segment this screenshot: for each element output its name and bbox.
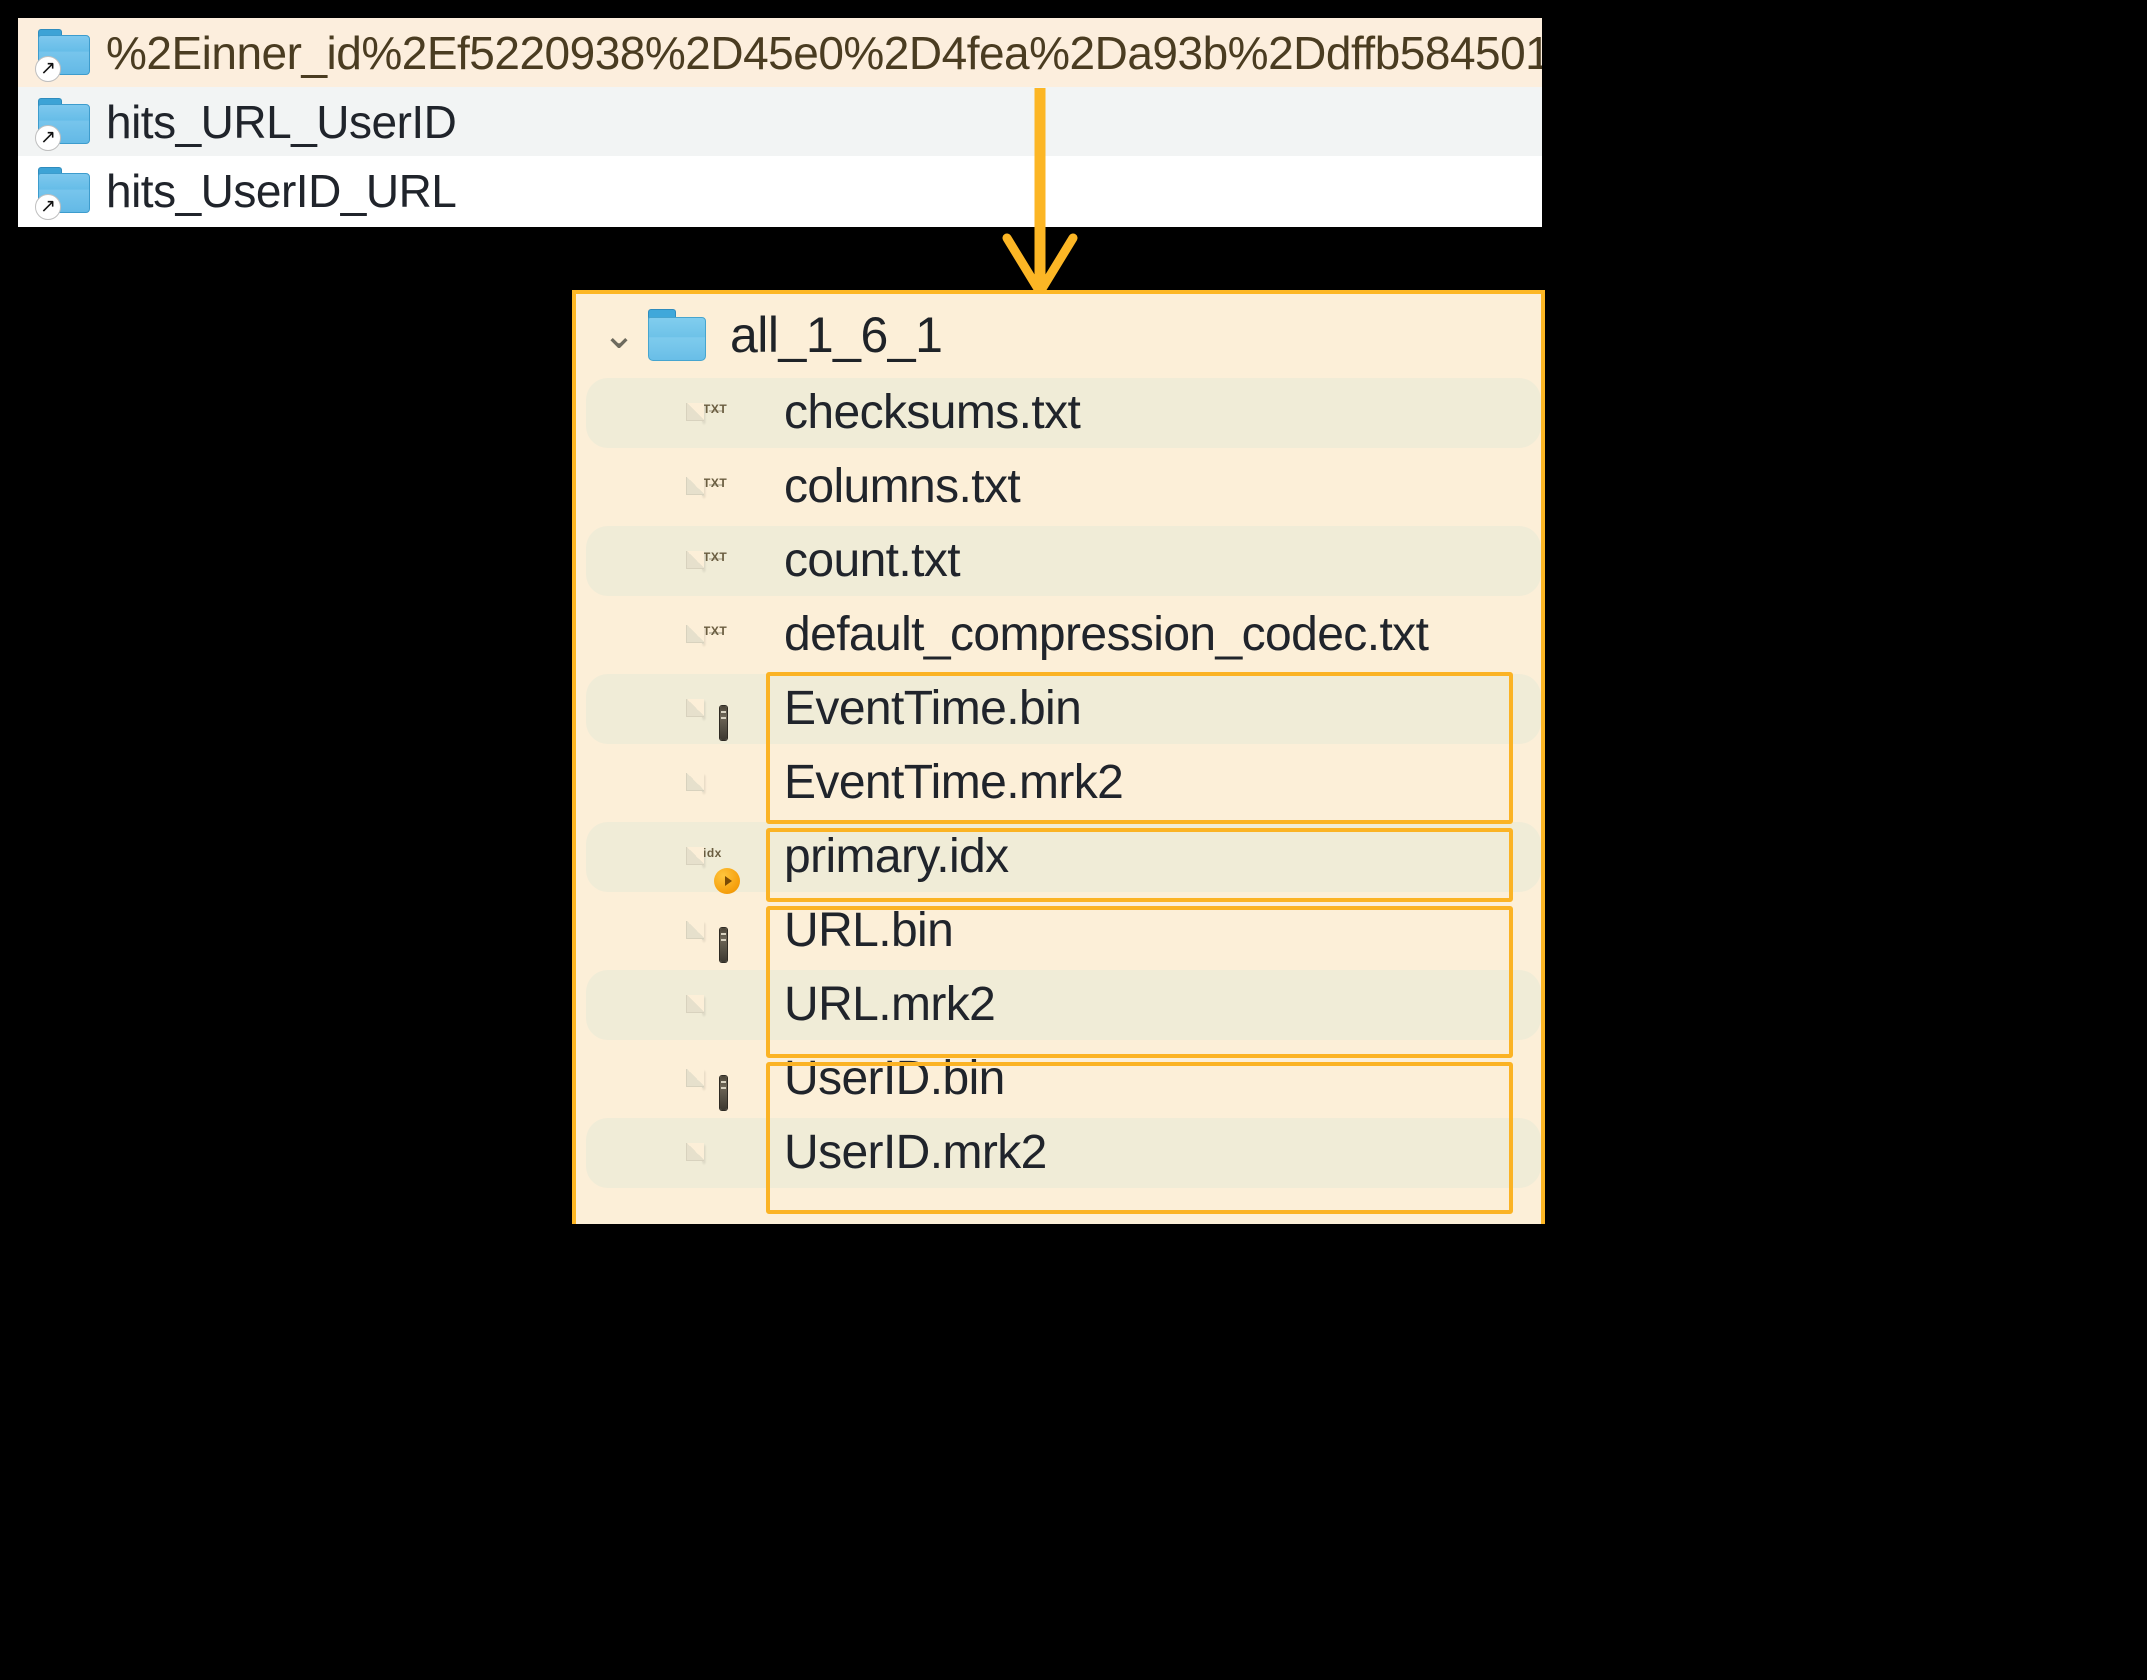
list-item[interactable]: ↗ %2Einner_id%2Ef5220938%2D45e0%2D4fea%2… [18, 18, 1542, 87]
directory-row[interactable]: ⌄ all_1_6_1 [576, 294, 1541, 376]
file-row[interactable]: URL.mrk2 [576, 968, 1541, 1042]
file-row[interactable]: TXT count.txt [576, 524, 1541, 598]
blank-file-icon [702, 995, 762, 1014]
symlink-folder-list: ↗ %2Einner_id%2Ef5220938%2D45e0%2D4fea%2… [18, 18, 1542, 227]
file-name: URL.mrk2 [784, 978, 996, 1031]
bin-file-icon [702, 1069, 762, 1110]
symlink-arrow-badge: ↗ [35, 124, 61, 151]
file-row[interactable]: EventTime.mrk2 [576, 746, 1541, 820]
list-item-label: %2Einner_id%2Ef5220938%2D45e0%2D4fea%2Da… [106, 26, 1542, 79]
file-name: UserID.bin [784, 1052, 1005, 1105]
annotation-arrow-icon [1002, 88, 1078, 297]
file-row[interactable]: TXT checksums.txt [576, 376, 1541, 450]
part-directory-panel: ⌄ all_1_6_1 TXT checksums.txt TXT co [572, 290, 1545, 1224]
file-name: columns.txt [784, 460, 1021, 513]
folder-symlink-icon: ↗ [35, 97, 92, 151]
file-name: checksums.txt [784, 386, 1081, 439]
file-name: EventTime.bin [784, 682, 1082, 735]
folder-symlink-icon: ↗ [35, 166, 92, 220]
txt-file-icon: TXT [702, 624, 762, 644]
txt-file-icon: TXT [702, 476, 762, 496]
file-row[interactable]: TXT default_compression_codec.txt [576, 598, 1541, 672]
folder-icon [648, 309, 708, 361]
symlink-arrow-badge: ↗ [35, 193, 61, 220]
file-row[interactable]: idx primary.idx [576, 820, 1541, 894]
file-name: count.txt [784, 534, 961, 587]
idx-file-icon: idx [702, 846, 762, 894]
txt-file-icon: TXT [702, 550, 762, 570]
directory-name: all_1_6_1 [730, 307, 943, 363]
file-row[interactable]: UserID.mrk2 [576, 1116, 1541, 1190]
list-item[interactable]: ↗ hits_URL_UserID [18, 87, 1542, 156]
txt-file-icon: TXT [702, 402, 762, 422]
symlink-arrow-badge: ↗ [35, 55, 61, 82]
file-row[interactable]: TXT columns.txt [576, 450, 1541, 524]
blank-file-icon [702, 773, 762, 792]
list-item-label: hits_UserID_URL [106, 164, 457, 217]
file-name: URL.bin [784, 904, 954, 957]
list-item[interactable]: ↗ hits_UserID_URL [18, 156, 1542, 225]
file-row[interactable]: EventTime.bin [576, 672, 1541, 746]
bin-file-icon [702, 699, 762, 740]
chevron-down-icon[interactable]: ⌄ [602, 312, 636, 358]
blank-file-icon [702, 1143, 762, 1162]
file-name: UserID.mrk2 [784, 1126, 1047, 1179]
file-row[interactable]: URL.bin [576, 894, 1541, 968]
folder-symlink-icon: ↗ [35, 28, 92, 82]
bin-file-icon [702, 921, 762, 962]
file-name: primary.idx [784, 830, 1009, 883]
list-item-label: hits_URL_UserID [106, 95, 457, 148]
file-name: EventTime.mrk2 [784, 756, 1124, 809]
file-row[interactable]: UserID.bin [576, 1042, 1541, 1116]
file-name: default_compression_codec.txt [784, 608, 1429, 661]
